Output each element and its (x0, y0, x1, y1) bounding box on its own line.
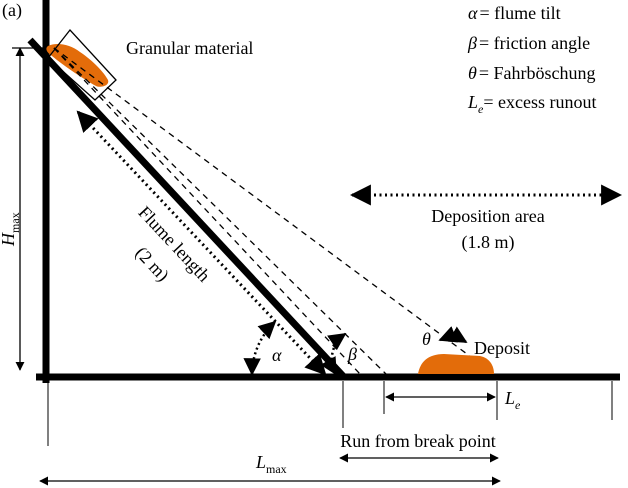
deposition-area-label: Deposition area (431, 206, 544, 226)
granular-material-label: Granular material (126, 38, 253, 58)
theta-label: θ (422, 329, 431, 349)
legend-item-le: Le= excess runout (467, 92, 596, 116)
legend: α= flume tilt β= friction angle θ= Fahrb… (467, 3, 596, 116)
panel-label: (a) (2, 0, 22, 21)
legend-item-alpha: α= flume tilt (468, 3, 561, 23)
granular-material-box (47, 28, 117, 101)
lmax-label: Lmax (255, 452, 287, 476)
flume-length-arrow (76, 110, 327, 376)
theta-arc (438, 326, 468, 344)
alpha-arc (243, 320, 277, 376)
alpha-label: α (272, 345, 282, 365)
hmax-label: Hmax (0, 212, 22, 247)
flume (27, 37, 346, 379)
deposit-shape (418, 354, 494, 374)
dashed-lines (53, 47, 495, 375)
deposition-area-value: (1.8 m) (462, 232, 515, 253)
deposit-label: Deposit (474, 338, 530, 358)
legend-item-theta: θ= Fahrböschung (468, 63, 595, 83)
le-label: Le (504, 388, 521, 412)
legend-item-beta: β= friction angle (467, 33, 590, 53)
beta-arc (320, 332, 347, 376)
reference-ticks (47, 381, 613, 446)
beta-label: β (347, 344, 357, 364)
run-from-break-point-label: Run from break point (340, 431, 495, 451)
